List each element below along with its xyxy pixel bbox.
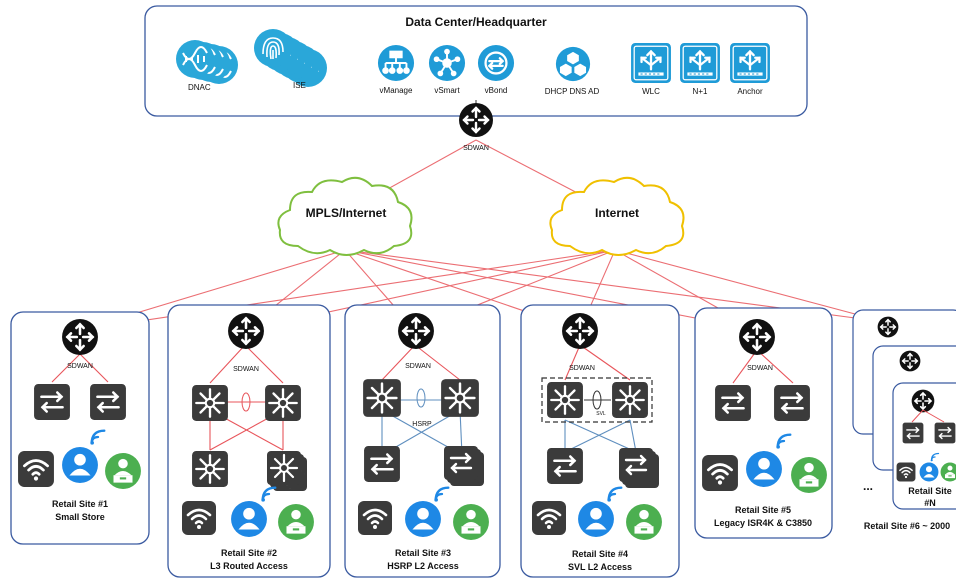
site-5-ap-icon (701, 454, 739, 492)
site-4-sdwan-label: SDWAN (569, 365, 595, 372)
site-2-ap-icon (181, 500, 217, 536)
vbond-label: vBond (485, 86, 508, 95)
site-1-ap-icon (17, 450, 55, 488)
site-4: SDWAN SVL Retail Site #4 SVL L2 Access (520, 304, 680, 578)
wlc-label: WLC (642, 87, 660, 96)
site-4-access-switch-icon (546, 447, 584, 485)
dnac-label: DNAC (188, 83, 211, 92)
site-5-laptop-user-icon (791, 457, 827, 493)
site-3-laptop-user-icon (453, 504, 489, 540)
wlc-icon (630, 42, 672, 84)
wlc-n1-icon (679, 42, 721, 84)
mpls-cloud: MPLS/Internet (277, 176, 413, 256)
site-2-type: L3 Routed Access (210, 561, 288, 571)
dhcp-dns-ad-label: DHCP DNS AD (545, 87, 600, 96)
site-3-sdwan-label: SDWAN (405, 363, 431, 370)
site-6-name: Retail Site (908, 486, 952, 496)
site-4-svl-box (541, 377, 653, 423)
site-2-name: Retail Site #2 (221, 548, 277, 558)
site-2-router-icon (227, 312, 265, 350)
internet-cloud-label: Internet (595, 206, 639, 220)
site-6-stack: Retail Site #N (852, 309, 956, 510)
ise-label: ISE (293, 81, 306, 90)
site-4-user-icon (578, 501, 614, 537)
site-4-type: SVL L2 Access (568, 562, 632, 572)
site-4-svl-label: SVL (596, 411, 606, 417)
site-6-range-label: Retail Site #6 ~ 2000 (864, 521, 950, 531)
site-2-user-icon (231, 501, 267, 537)
site-6-user-icon (919, 462, 939, 482)
site-5-sdwan-label: SDWAN (747, 365, 773, 372)
site-2-l3switch-icon (191, 384, 229, 422)
site-1-switch-icon (33, 383, 71, 421)
site-1-name: Retail Site #1 (52, 499, 108, 509)
site-5-type: Legacy ISR4K & C3850 (714, 518, 812, 528)
site-4-laptop-user-icon (626, 504, 662, 540)
site-4-ap-icon (531, 500, 567, 536)
site-6-ap-icon (896, 462, 916, 482)
dhcp-dns-ad-icon (555, 46, 591, 82)
site-3-ap-icon (357, 500, 393, 536)
site-5: SDWAN Retail Site #5 Legacy ISR4K & C385… (694, 307, 833, 539)
site-5-name: Retail Site #5 (735, 505, 791, 515)
site-1-laptop-user-icon (105, 453, 141, 489)
site-1-router-icon (61, 318, 99, 356)
wlc-n1-label: N+1 (693, 87, 708, 96)
site-6-switch-icon (902, 422, 924, 444)
site-5-router-icon (738, 318, 776, 356)
site-3-access-switch-icon (363, 445, 401, 483)
site-6-ellipsis: ... (863, 479, 873, 493)
site-1-sdwan-label: SDWAN (67, 363, 93, 370)
site-4-router-icon (561, 312, 599, 350)
vmanage-label: vManage (380, 86, 413, 95)
hq-router-icon (458, 102, 494, 138)
vmanage-icon (377, 44, 415, 82)
site-2: SDWAN Retail Site #2 L3 Routed Access (167, 304, 331, 578)
site-2-access-switch-icon (191, 450, 229, 488)
site-3-router-icon (397, 312, 435, 350)
site-4-name: Retail Site #4 (572, 549, 628, 559)
site-1-type: Small Store (55, 512, 105, 522)
site-3-name: Retail Site #3 (395, 548, 451, 558)
site-5-user-icon (746, 451, 782, 487)
site-6-router-icon (911, 389, 935, 413)
vsmart-label: vSmart (434, 86, 460, 95)
wlc-anchor-icon (729, 42, 771, 84)
headquarter-title: Data Center/Headquarter (405, 15, 547, 29)
site-2-laptop-user-icon (278, 504, 314, 540)
site-1: SDWAN Retail Site #1 Small Store (10, 311, 150, 545)
site-3-hsrp-label: HSRP (412, 421, 432, 428)
vsmart-icon (428, 44, 466, 82)
wlc-anchor-label: Anchor (737, 87, 763, 96)
site-4-l3switch-icon (546, 381, 584, 419)
site-3-type: HSRP L2 Access (387, 561, 459, 571)
site-1-user-icon (62, 447, 98, 483)
hq-router-label: SDWAN (463, 145, 489, 152)
site-2-sdwan-label: SDWAN (233, 366, 259, 373)
site-3-user-icon (405, 501, 441, 537)
site-1-switch-2-icon (89, 383, 127, 421)
site-3-l3switch-icon (362, 378, 402, 418)
internet-cloud: Internet (549, 176, 685, 256)
site-3: SDWAN HSRP Retail Site #3 HSRP L2 Access (344, 304, 501, 578)
site-5-switch-icon (714, 384, 752, 422)
wan-links (79, 139, 886, 331)
site-6-number: #N (924, 498, 936, 508)
mpls-cloud-label: MPLS/Internet (306, 206, 387, 220)
vbond-icon (477, 44, 515, 82)
site-5-switch-2-icon (773, 384, 811, 422)
